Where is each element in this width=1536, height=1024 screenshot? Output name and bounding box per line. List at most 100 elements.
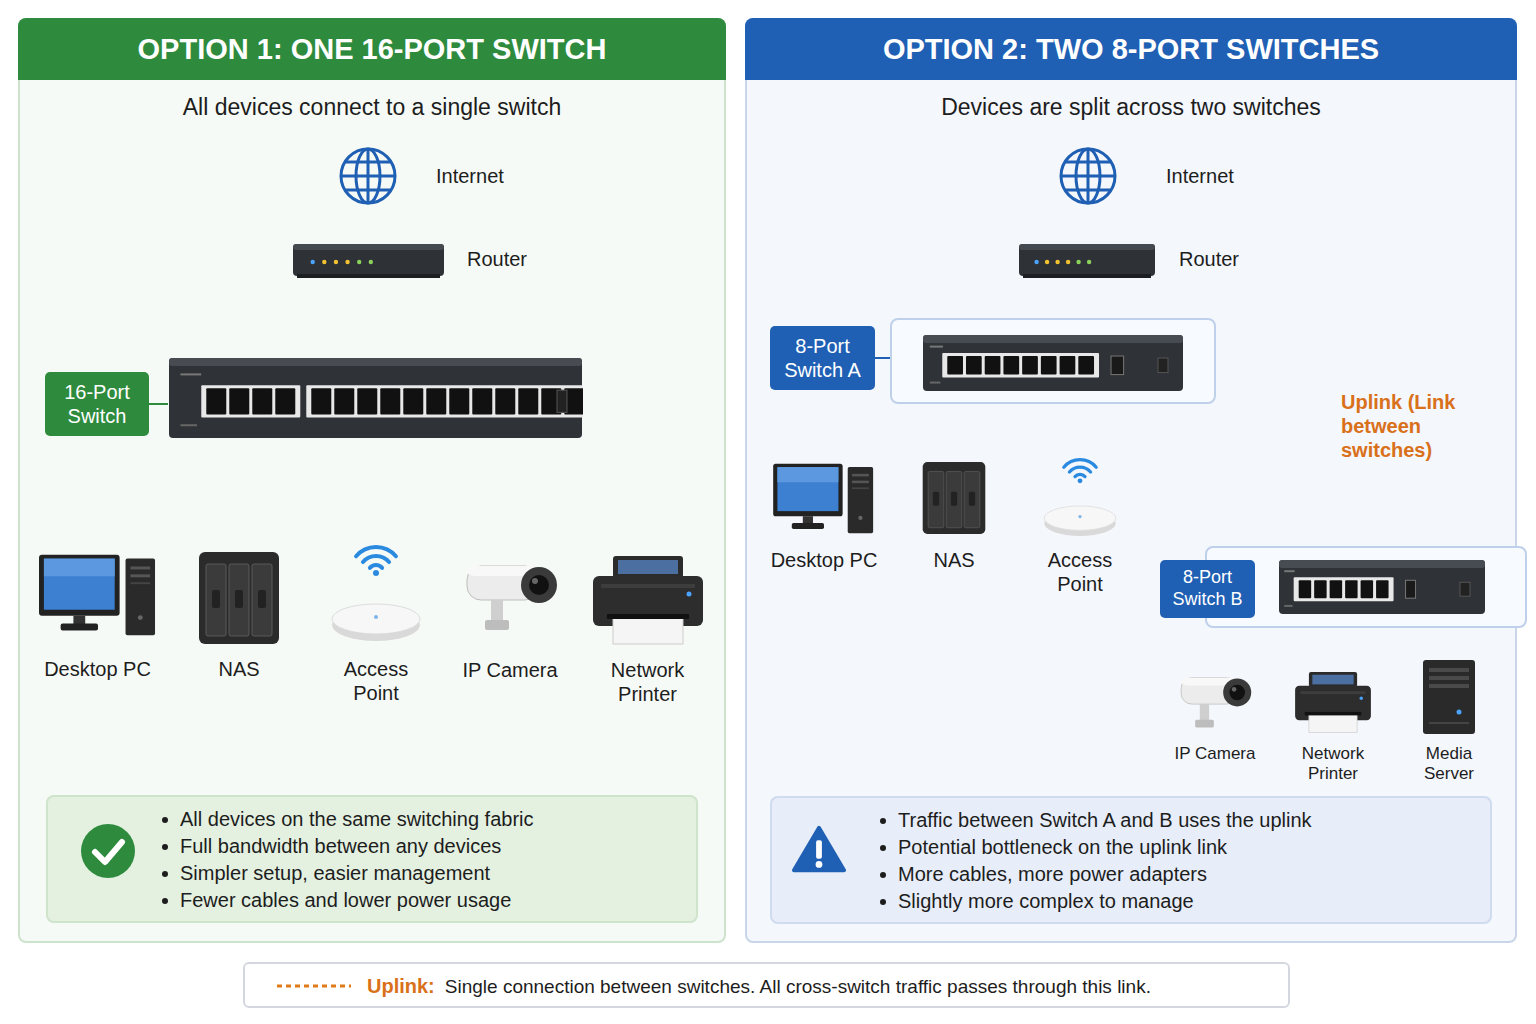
check-icon: [80, 823, 136, 879]
drawing-rect: [1279, 560, 1485, 568]
drawing-circle: [374, 615, 378, 619]
device-node: Router: [1017, 238, 1247, 280]
drawing-rect: [1429, 684, 1469, 688]
bullet-dot: [162, 871, 168, 877]
drawing-rect: [43, 559, 114, 577]
device-label: Access Point: [1040, 548, 1120, 596]
drawing-svg: [1421, 660, 1477, 734]
drawing-rect: [169, 358, 582, 438]
drawing-rect: [930, 346, 943, 348]
printer-icon: [593, 556, 703, 646]
device-node: Desktop PC: [770, 462, 878, 574]
drawing-rect: [403, 388, 423, 414]
drawing-rect: [777, 467, 838, 482]
device-label: Access Point: [331, 657, 421, 705]
drawing-rect: [777, 467, 838, 511]
switch-label: 8-Port Switch A: [776, 334, 869, 383]
drawing-rect: [1200, 704, 1209, 721]
drawing-rect: [1019, 244, 1155, 250]
drawing-circle: [1076, 260, 1080, 264]
drawing-rect: [1022, 356, 1038, 375]
drawing-rect: [169, 358, 582, 366]
drawing-rect: [946, 471, 962, 527]
drawing-circle: [334, 260, 338, 264]
drawing-rect: [252, 388, 272, 414]
device-label: NAS: [190, 657, 288, 681]
device-label: Desktop PC: [770, 548, 878, 572]
drawing-circle: [373, 570, 379, 576]
drawing-circle: [137, 615, 142, 620]
drawing-path: [356, 547, 396, 556]
drawing-rect: [923, 335, 1183, 391]
drawing-rect: [130, 582, 150, 584]
drawing-rect: [449, 388, 469, 414]
drawing-rect: [1305, 712, 1361, 715]
drawing-circle: [341, 149, 395, 203]
device-label: NAS: [920, 548, 988, 572]
drawing-g: [341, 149, 395, 203]
drawing-rect: [1060, 356, 1076, 375]
drawing-rect: [258, 590, 266, 608]
drawing-rect: [930, 382, 940, 384]
drawing-rect: [1023, 274, 1151, 278]
drawing-circle: [311, 260, 315, 264]
drawing-rect: [1460, 582, 1470, 596]
drawing-rect: [1019, 244, 1155, 276]
bullet-text: Full bandwidth between any devices: [180, 833, 501, 860]
drawing-svg: [199, 552, 279, 644]
switch-label-box: 8-Port Switch A: [770, 326, 875, 390]
drawing-svg: [39, 552, 157, 637]
drawing-rect: [485, 620, 509, 630]
drawing-svg: [1058, 146, 1118, 206]
drawing-line: [367, 149, 370, 203]
drawing-rect: [852, 481, 869, 484]
drawing-rect: [180, 373, 201, 375]
drawing-circle: [521, 567, 557, 603]
drawing-rect: [1429, 676, 1469, 680]
drawing-path: [1075, 474, 1085, 476]
drawing-rect: [293, 244, 444, 276]
drawing-rect: [39, 555, 120, 616]
bullet-dot: [880, 818, 886, 824]
drawing-rect: [613, 556, 683, 578]
device-label: IP Camera: [450, 658, 570, 682]
legend-note: Single connection between switches. All …: [445, 975, 1151, 999]
drawing-rect: [199, 552, 279, 644]
drawing-rect: [1330, 580, 1342, 598]
device-node: IP Camera: [1165, 670, 1265, 782]
drawing-path: [1069, 467, 1090, 472]
panel-title: OPTION 1: ONE 16-PORT SWITCH: [18, 31, 726, 67]
drawing-circle: [1229, 685, 1245, 701]
label-leader: [875, 357, 890, 359]
drawing-path: [1064, 460, 1096, 468]
drawing-rect: [206, 564, 226, 636]
switch-device: [922, 334, 1184, 392]
drawing-circle: [1078, 515, 1081, 518]
drawing-rect: [275, 388, 295, 414]
device-label: Network Printer: [593, 658, 703, 706]
router-device: [291, 238, 446, 280]
device-node: Router: [291, 238, 521, 280]
drawing-rect: [852, 487, 869, 489]
drawing-rect: [229, 388, 249, 414]
bullet-dot: [880, 899, 886, 905]
drawing-rect: [73, 616, 85, 625]
switch-device: [168, 357, 583, 439]
drawing-rect: [1195, 720, 1214, 728]
drawing-rect: [1309, 713, 1357, 732]
drawing-path: [370, 565, 382, 568]
drawing-rect: [1376, 580, 1388, 598]
drawing-circle: [322, 260, 326, 264]
drawing-rect: [201, 385, 300, 417]
drawing-circle: [1232, 687, 1237, 692]
drawing-rect: [1279, 560, 1485, 614]
drawing-svg: [1178, 670, 1252, 732]
drawing-rect: [1003, 356, 1019, 375]
bullet-text: Potential bottleneck on the uplink link: [898, 834, 1227, 861]
drawing-circle: [1066, 260, 1070, 264]
router-device: [1017, 238, 1157, 280]
device-node: IP Camera: [450, 558, 570, 692]
drawing-rect: [306, 385, 583, 417]
device-label: Network Printer: [1288, 744, 1378, 784]
switch-node: 8-Port Switch A: [770, 318, 1216, 404]
